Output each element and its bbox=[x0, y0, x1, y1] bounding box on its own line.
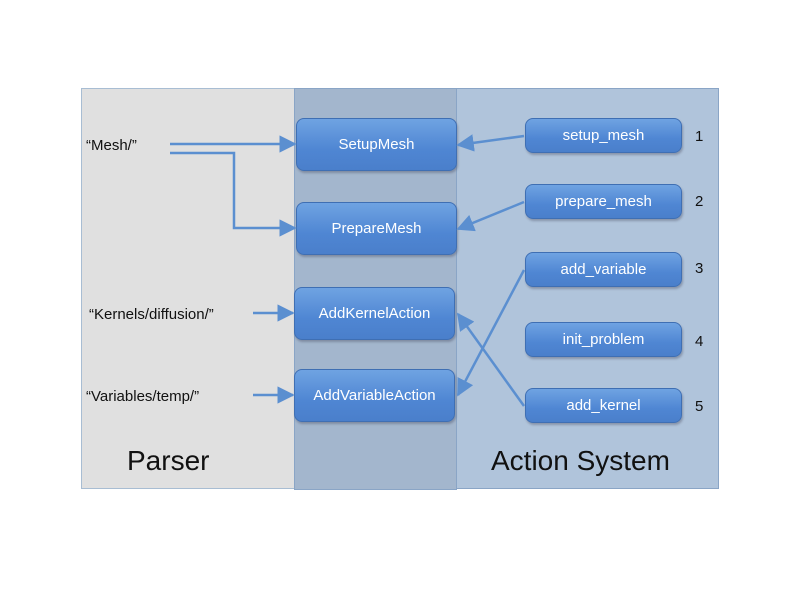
system-action-init-problem[interactable]: init_problem bbox=[525, 322, 682, 357]
input-kernels: “Kernels/diffusion/” bbox=[89, 306, 214, 323]
system-action-add-kernel[interactable]: add_kernel bbox=[525, 388, 682, 423]
system-action-add-variable[interactable]: add_variable bbox=[525, 252, 682, 287]
add-variable-action[interactable]: AddVariableAction bbox=[294, 369, 455, 422]
order-number: 5 bbox=[695, 398, 704, 415]
parser-label: Parser bbox=[127, 445, 210, 476]
action-system-label: Action System bbox=[491, 445, 670, 476]
order-number: 4 bbox=[695, 333, 704, 350]
input-variables: “Variables/temp/” bbox=[86, 388, 200, 405]
setup-mesh-action[interactable]: SetupMesh bbox=[296, 118, 457, 171]
order-number: 3 bbox=[695, 260, 704, 277]
input-mesh: “Mesh/” bbox=[86, 137, 137, 154]
arrow-mesh-to-preparemesh bbox=[170, 151, 297, 237]
parser-panel bbox=[81, 88, 295, 489]
system-action-setup-mesh[interactable]: setup_mesh bbox=[525, 118, 682, 153]
arrow-prepare-mesh-to-preparemesh bbox=[456, 200, 525, 232]
arrow-add-variable-to-addvariable bbox=[456, 269, 526, 397]
order-number: 1 bbox=[695, 128, 704, 145]
system-action-prepare-mesh[interactable]: prepare_mesh bbox=[525, 184, 682, 219]
arrow-setup-mesh-to-setupmesh bbox=[456, 134, 525, 152]
arrow-add-kernel-to-addkernel bbox=[456, 312, 526, 407]
add-kernel-action[interactable]: AddKernelAction bbox=[294, 287, 455, 340]
order-number: 2 bbox=[695, 193, 704, 210]
prepare-mesh-action[interactable]: PrepareMesh bbox=[296, 202, 457, 255]
